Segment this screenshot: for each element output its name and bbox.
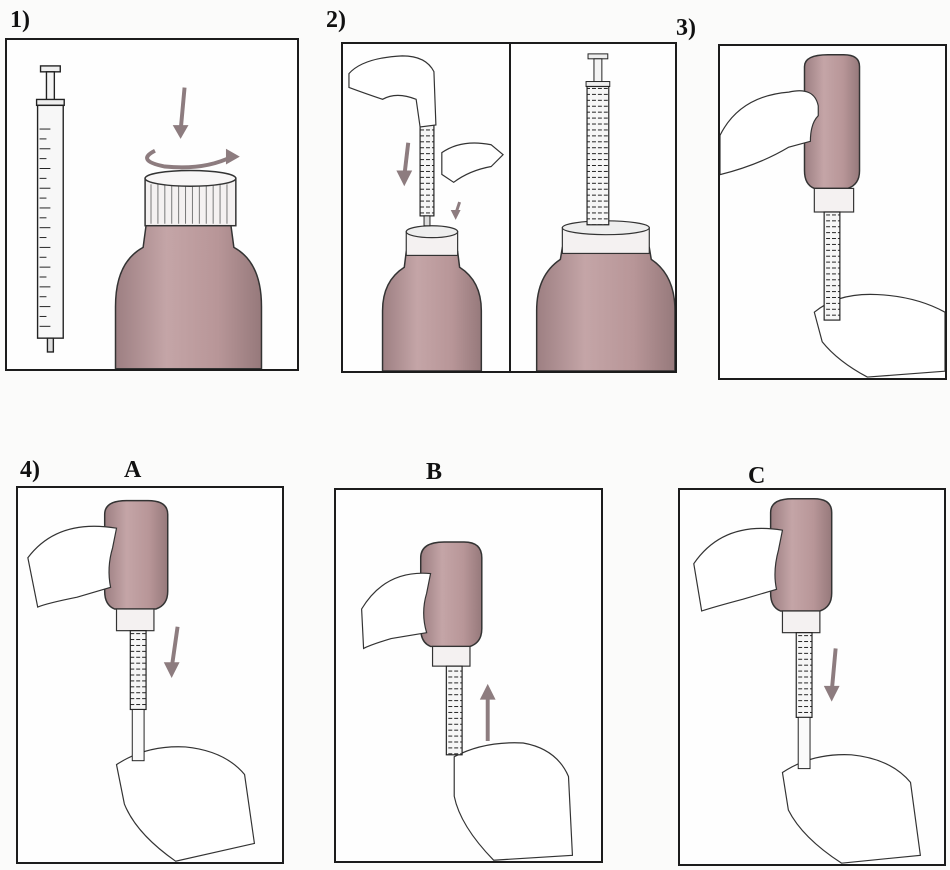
inverted-bottle-icon bbox=[105, 501, 168, 631]
step-1-label: 1) bbox=[10, 8, 30, 32]
step-4-label: 4) bbox=[20, 458, 40, 482]
down-arrow-icon bbox=[164, 627, 180, 678]
step-2-illustration bbox=[343, 44, 675, 371]
step-3-illustration bbox=[720, 46, 945, 378]
syringe-icon bbox=[420, 123, 434, 226]
inverted-bottle-icon bbox=[421, 542, 482, 666]
panel-step-4c bbox=[678, 488, 946, 866]
down-arrow-icon bbox=[173, 88, 189, 139]
down-arrow-icon bbox=[824, 648, 840, 701]
step-4a-illustration bbox=[18, 488, 282, 862]
syringe-icon bbox=[130, 631, 146, 761]
panel-step-1 bbox=[5, 38, 299, 371]
rotate-arrow-icon bbox=[147, 149, 240, 168]
syringe-icon bbox=[824, 212, 840, 320]
step-4c-illustration bbox=[680, 490, 944, 864]
step-1-illustration bbox=[7, 40, 297, 369]
syringe-icon bbox=[37, 66, 65, 352]
inverted-bottle-icon bbox=[771, 499, 832, 633]
syringe-icon bbox=[796, 633, 812, 769]
panel-step-4a bbox=[16, 486, 284, 864]
panel-step-2 bbox=[341, 42, 677, 373]
bottle-icon bbox=[383, 226, 482, 371]
up-arrow-icon bbox=[480, 684, 496, 741]
syringe-icon bbox=[586, 54, 610, 225]
bottle-icon bbox=[116, 170, 262, 368]
bottle-icon bbox=[537, 221, 675, 371]
step-3-label: 3) bbox=[676, 16, 696, 40]
step-4b-illustration bbox=[336, 490, 601, 861]
step-4c-label: C bbox=[748, 464, 765, 488]
inverted-bottle-icon bbox=[804, 55, 859, 212]
syringe-icon bbox=[446, 666, 462, 755]
panel-step-4b bbox=[334, 488, 603, 863]
step-4a-label: A bbox=[124, 458, 141, 482]
panel-step-3 bbox=[718, 44, 947, 380]
step-2-label: 2) bbox=[326, 8, 346, 32]
step-4b-label: B bbox=[426, 460, 442, 484]
